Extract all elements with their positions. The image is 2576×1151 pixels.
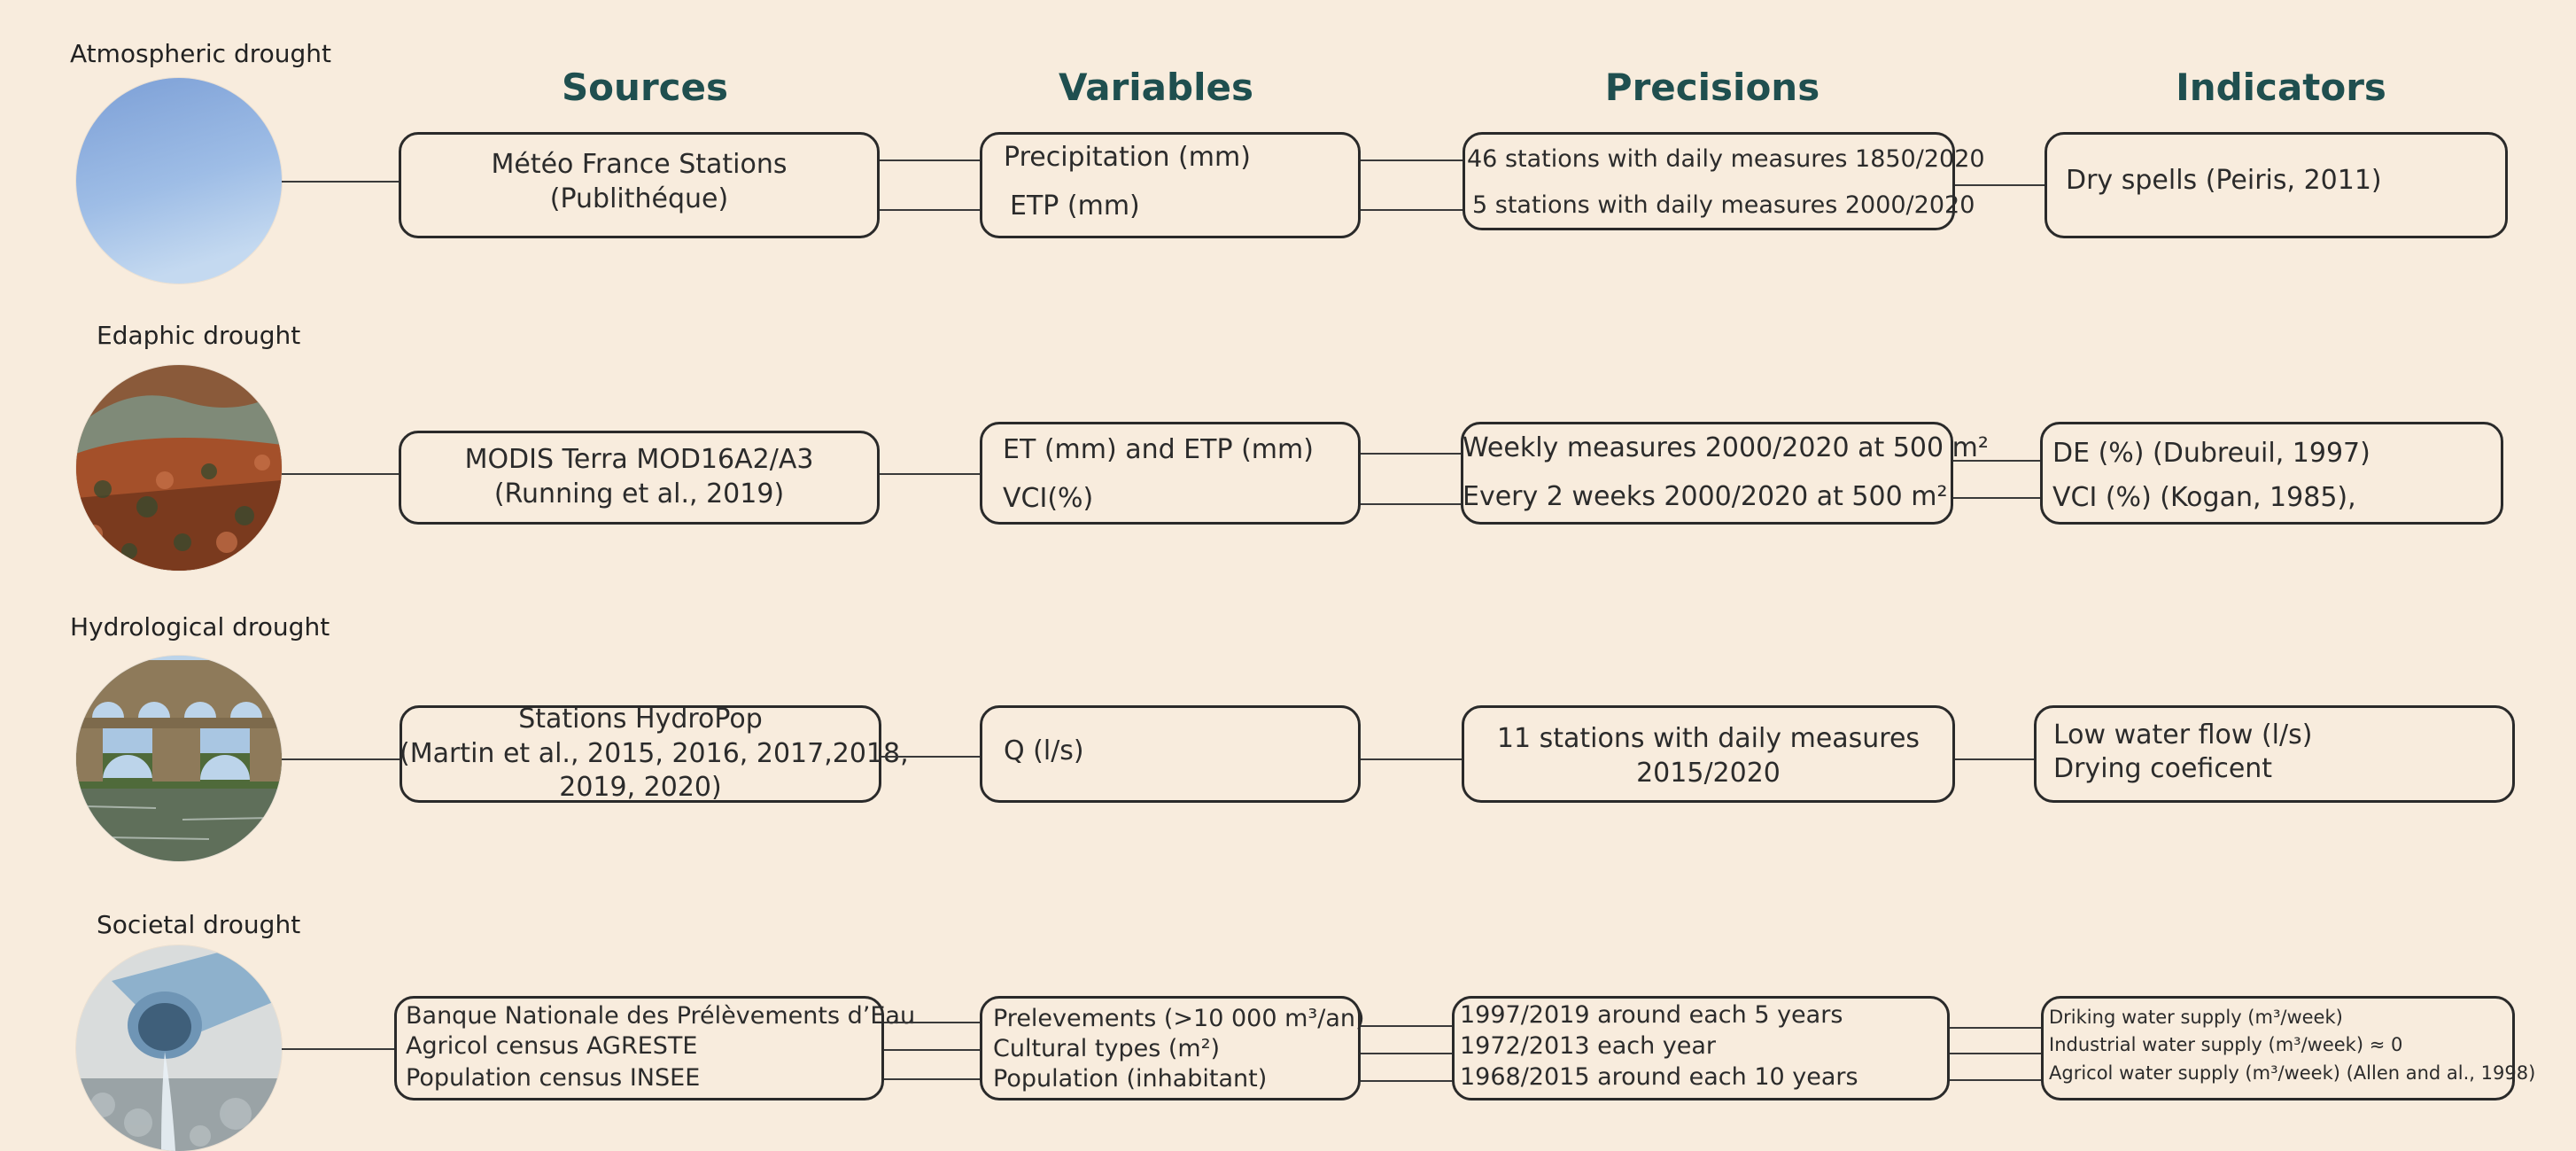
connector bbox=[880, 473, 981, 475]
connector bbox=[1361, 758, 1463, 760]
connector bbox=[1955, 184, 2046, 186]
precision-box-edaphic bbox=[1461, 422, 1953, 525]
connector bbox=[1955, 758, 2035, 760]
connector bbox=[1953, 497, 2041, 499]
connector bbox=[1361, 159, 1463, 161]
precision-text: Every 2 weeks 2000/2020 at 500 m² bbox=[1463, 481, 1948, 512]
connector bbox=[1361, 1025, 1453, 1027]
variable-box-hydrological bbox=[980, 705, 1361, 803]
source-text: MODIS Terra MOD16A2/A3 bbox=[464, 444, 814, 475]
variable-box-edaphic bbox=[980, 422, 1361, 525]
precision-text: 1968/2015 around each 10 years bbox=[1460, 1063, 1858, 1091]
precision-text: 1972/2013 each year bbox=[1460, 1032, 1717, 1060]
pipe-image bbox=[76, 945, 282, 1151]
source-box-hydrological bbox=[400, 705, 881, 803]
indicator-text: Agricol water supply (m³/week) (Allen an… bbox=[2049, 1062, 2536, 1084]
indicator-text: Dry spells (Peiris, 2011) bbox=[2066, 165, 2382, 196]
source-box-edaphic bbox=[399, 431, 880, 525]
connector bbox=[1361, 1053, 1453, 1054]
connector bbox=[1361, 453, 1462, 455]
source-text: Agricol census AGRESTE bbox=[406, 1032, 698, 1060]
source-text: (Publithéque) bbox=[549, 183, 729, 214]
variable-box-societal bbox=[980, 996, 1361, 1100]
precision-text: Weekly measures 2000/2020 at 500 m² bbox=[1463, 432, 1989, 463]
precision-text: 46 stations with daily measures 1850/202… bbox=[1467, 145, 1985, 173]
indicator-text: DE (%) (Dubreuil, 1997) bbox=[2052, 438, 2370, 469]
variable-text: Cultural types (m²) bbox=[993, 1035, 1221, 1062]
indicator-box-societal bbox=[2041, 996, 2515, 1100]
precision-box-societal bbox=[1452, 996, 1950, 1100]
connector bbox=[1361, 503, 1462, 505]
precision-text: 1997/2019 around each 5 years bbox=[1460, 1001, 1843, 1029]
variable-text: Population (inhabitant) bbox=[993, 1065, 1268, 1093]
connector bbox=[282, 758, 400, 760]
source-box-atmospheric bbox=[399, 132, 880, 238]
row-label-atmospheric: Atmospheric drought bbox=[70, 39, 332, 68]
precision-box-hydrological bbox=[1462, 705, 1955, 803]
source-text: (Martin et al., 2015, 2016, 2017,2018, bbox=[400, 738, 909, 769]
indicator-text: Low water flow (l/s) bbox=[2053, 719, 2313, 750]
connector bbox=[282, 1048, 397, 1050]
variable-text: Q (l/s) bbox=[1004, 735, 1084, 766]
connector bbox=[1950, 1053, 2042, 1054]
indicator-text: Industrial water supply (m³/week) ≈ 0 bbox=[2049, 1034, 2403, 1055]
source-box-societal bbox=[394, 996, 884, 1100]
variable-text: Precipitation (mm) bbox=[1004, 142, 1251, 173]
connector bbox=[1953, 460, 2041, 462]
connector bbox=[884, 1022, 981, 1023]
source-text: (Running et al., 2019) bbox=[493, 478, 785, 509]
connector bbox=[1950, 1079, 2042, 1081]
connector bbox=[884, 1078, 981, 1080]
forest-image bbox=[76, 365, 282, 571]
connector bbox=[881, 756, 981, 758]
connector bbox=[884, 1049, 981, 1051]
source-text: Stations HydroPop bbox=[518, 704, 763, 735]
source-text: 2019, 2020) bbox=[559, 772, 722, 803]
row-label-hydrological: Hydrological drought bbox=[70, 612, 330, 642]
connector bbox=[282, 473, 400, 475]
variable-text: Prelevements (>10 000 m³/an) bbox=[993, 1005, 1365, 1032]
connector bbox=[880, 209, 981, 211]
connector bbox=[1361, 1080, 1453, 1082]
connector bbox=[282, 181, 400, 183]
indicator-box-atmospheric bbox=[2045, 132, 2508, 238]
precision-text: 11 stations with daily measures bbox=[1496, 723, 1920, 754]
variable-text: ET (mm) and ETP (mm) bbox=[1003, 434, 1314, 465]
header-sources: Sources bbox=[561, 66, 729, 109]
indicator-text: Drying coeficent bbox=[2053, 753, 2273, 784]
sky-image bbox=[76, 78, 282, 284]
indicator-box-edaphic bbox=[2040, 422, 2503, 525]
connector bbox=[1950, 1027, 2042, 1029]
variable-text: ETP (mm) bbox=[1010, 191, 1140, 222]
variable-text: VCI(%) bbox=[1003, 483, 1094, 514]
source-text: Banque Nationale des Prélèvements d’Eau bbox=[406, 1002, 916, 1030]
header-variables: Variables bbox=[1059, 66, 1253, 109]
indicator-box-hydrological bbox=[2034, 705, 2515, 803]
aqueduct-image bbox=[76, 656, 282, 861]
connector bbox=[1361, 209, 1463, 211]
source-text: Météo France Stations bbox=[491, 149, 788, 180]
source-text: Population census INSEE bbox=[406, 1064, 701, 1092]
row-label-societal: Societal drought bbox=[97, 910, 301, 939]
header-precisions: Precisions bbox=[1604, 66, 1820, 109]
indicator-text: VCI (%) (Kogan, 1985), bbox=[2052, 482, 2356, 513]
variable-box-atmospheric bbox=[980, 132, 1361, 238]
precision-box-atmospheric bbox=[1463, 132, 1955, 230]
precision-text: 5 stations with daily measures 2000/2020 bbox=[1472, 191, 1975, 219]
header-indicators: Indicators bbox=[2176, 66, 2386, 109]
precision-text: 2015/2020 bbox=[1636, 758, 1781, 789]
connector bbox=[880, 159, 981, 161]
row-label-edaphic: Edaphic drought bbox=[97, 321, 301, 350]
indicator-text: Driking water supply (m³/week) bbox=[2049, 1007, 2343, 1028]
